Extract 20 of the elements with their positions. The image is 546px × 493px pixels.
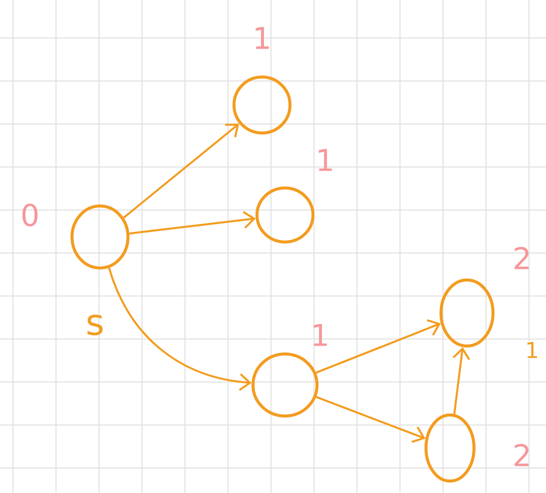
distance-label: 2 — [514, 246, 529, 270]
circle-node — [440, 278, 494, 348]
distance-label: 1 — [314, 324, 327, 346]
distance-label: 1 — [256, 27, 269, 49]
distance-label: 2 — [514, 444, 529, 466]
distance-label: 0 — [22, 204, 38, 226]
arrow — [316, 319, 441, 374]
arrow — [108, 268, 252, 391]
arrow — [452, 347, 470, 414]
circle-node — [232, 76, 292, 134]
arrow — [123, 124, 240, 218]
circle-node — [256, 186, 314, 244]
arrow — [129, 211, 256, 234]
circle-node — [424, 414, 476, 482]
arrow — [316, 396, 426, 443]
distance-label: 1 — [318, 149, 332, 171]
circle-node — [70, 204, 130, 270]
circle-node — [252, 352, 318, 418]
edge-label: 1 — [527, 342, 537, 358]
source-label: s — [88, 314, 103, 336]
